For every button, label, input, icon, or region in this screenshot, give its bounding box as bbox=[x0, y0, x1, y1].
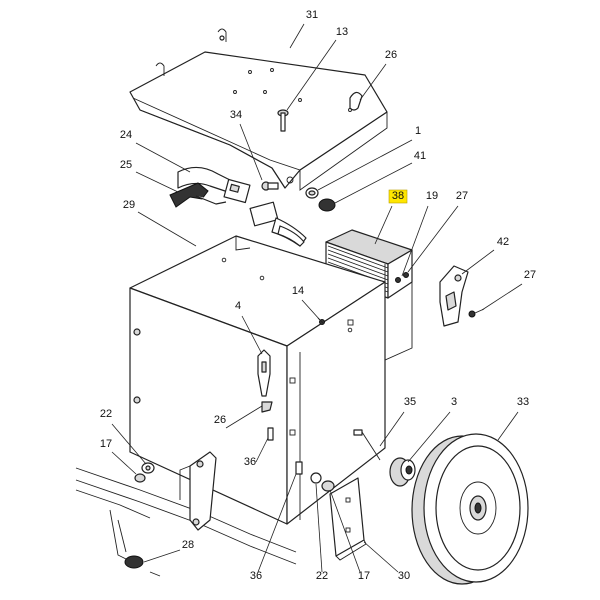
part-connector-lower bbox=[249, 201, 307, 247]
callout-label: 3 bbox=[451, 396, 457, 408]
part-26-clip-top bbox=[349, 91, 363, 111]
callout-c17b: 17 bbox=[358, 570, 370, 582]
part-24-connector bbox=[177, 166, 251, 204]
callout-label: 31 bbox=[306, 9, 318, 21]
callout-c36a: 36 bbox=[244, 456, 256, 468]
callout-c14: 14 bbox=[292, 285, 304, 297]
callout-c1: 1 bbox=[415, 125, 421, 137]
part-28-foot bbox=[124, 555, 161, 577]
part-17-nut-left bbox=[134, 473, 146, 483]
part-26-clip-lower bbox=[261, 401, 273, 413]
callout-label: 38 bbox=[392, 190, 404, 202]
part-3-hub bbox=[389, 457, 416, 487]
callout-label: 26 bbox=[385, 49, 397, 61]
callout-c22a: 22 bbox=[100, 408, 112, 420]
callout-c25: 25 bbox=[120, 159, 132, 171]
callout-c13: 13 bbox=[336, 26, 348, 38]
callout-c29: 29 bbox=[123, 199, 135, 211]
callout-c28: 28 bbox=[182, 539, 194, 551]
callout-label: 27 bbox=[456, 190, 468, 202]
callout-c41: 41 bbox=[414, 150, 426, 162]
callout-label: 36 bbox=[250, 570, 262, 582]
callout-c26b: 26 bbox=[214, 414, 226, 426]
part-33-wheel bbox=[411, 433, 529, 585]
part-34-screw bbox=[261, 181, 279, 191]
callout-c27b: 27 bbox=[524, 269, 536, 281]
callout-label: 19 bbox=[426, 190, 438, 202]
part-13-bolt bbox=[277, 109, 289, 132]
callout-c30: 30 bbox=[398, 570, 410, 582]
callout-c3: 3 bbox=[451, 396, 457, 408]
part-36-pin-b bbox=[295, 461, 303, 475]
part-41-knob bbox=[318, 198, 336, 212]
part-30-bracket-plate bbox=[329, 477, 367, 561]
callout-c33: 33 bbox=[517, 396, 529, 408]
callout-label: 13 bbox=[336, 26, 348, 38]
callout-c38: 38 bbox=[388, 189, 408, 204]
part-14-screw bbox=[317, 317, 325, 325]
part-22-washer-right bbox=[310, 472, 322, 484]
callout-label: 33 bbox=[517, 396, 529, 408]
part-36-pin-a bbox=[267, 427, 274, 441]
part-25-handle bbox=[169, 182, 227, 208]
callout-c27a: 27 bbox=[456, 190, 468, 202]
callout-label: 28 bbox=[182, 539, 194, 551]
part-27-screw-right bbox=[468, 308, 485, 318]
leader-lines bbox=[111, 23, 523, 573]
part-31-top-plate bbox=[129, 28, 388, 191]
callout-c24: 24 bbox=[120, 129, 132, 141]
callout-label: 29 bbox=[123, 199, 135, 211]
callout-c4: 4 bbox=[235, 300, 241, 312]
callout-label: 42 bbox=[497, 236, 509, 248]
callout-c35: 35 bbox=[404, 396, 416, 408]
callout-label: 41 bbox=[414, 150, 426, 162]
part-22-washer-left bbox=[141, 462, 155, 474]
callout-c26a: 26 bbox=[385, 49, 397, 61]
callout-label: 4 bbox=[235, 300, 241, 312]
callout-c19: 19 bbox=[426, 190, 438, 202]
callout-c36b: 36 bbox=[250, 570, 262, 582]
callout-highlight-box bbox=[388, 189, 408, 204]
callout-label: 36 bbox=[244, 456, 256, 468]
callout-c34: 34 bbox=[230, 109, 242, 121]
callout-label: 22 bbox=[316, 570, 328, 582]
callout-label: 1 bbox=[415, 125, 421, 137]
callout-label: 22 bbox=[100, 408, 112, 420]
callout-label: 17 bbox=[100, 438, 112, 450]
callout-c42: 42 bbox=[497, 236, 509, 248]
callout-label: 14 bbox=[292, 285, 304, 297]
callout-c31: 31 bbox=[306, 9, 318, 21]
part-35-pin bbox=[353, 429, 381, 461]
callout-c22b: 22 bbox=[316, 570, 328, 582]
callout-label: 27 bbox=[524, 269, 536, 281]
part-42-bracket bbox=[439, 265, 469, 327]
callout-label: 35 bbox=[404, 396, 416, 408]
callout-label: 30 bbox=[398, 570, 410, 582]
callout-c17a: 17 bbox=[100, 438, 112, 450]
part-4-fork-clip bbox=[257, 349, 271, 397]
part-17-nut-right bbox=[321, 480, 335, 492]
callout-label: 34 bbox=[230, 109, 242, 121]
part-29-battery-box bbox=[129, 235, 386, 525]
callout-label: 25 bbox=[120, 159, 132, 171]
callout-label: 24 bbox=[120, 129, 132, 141]
callout-label: 26 bbox=[214, 414, 226, 426]
part-1-nut bbox=[305, 187, 319, 199]
callout-label: 17 bbox=[358, 570, 370, 582]
